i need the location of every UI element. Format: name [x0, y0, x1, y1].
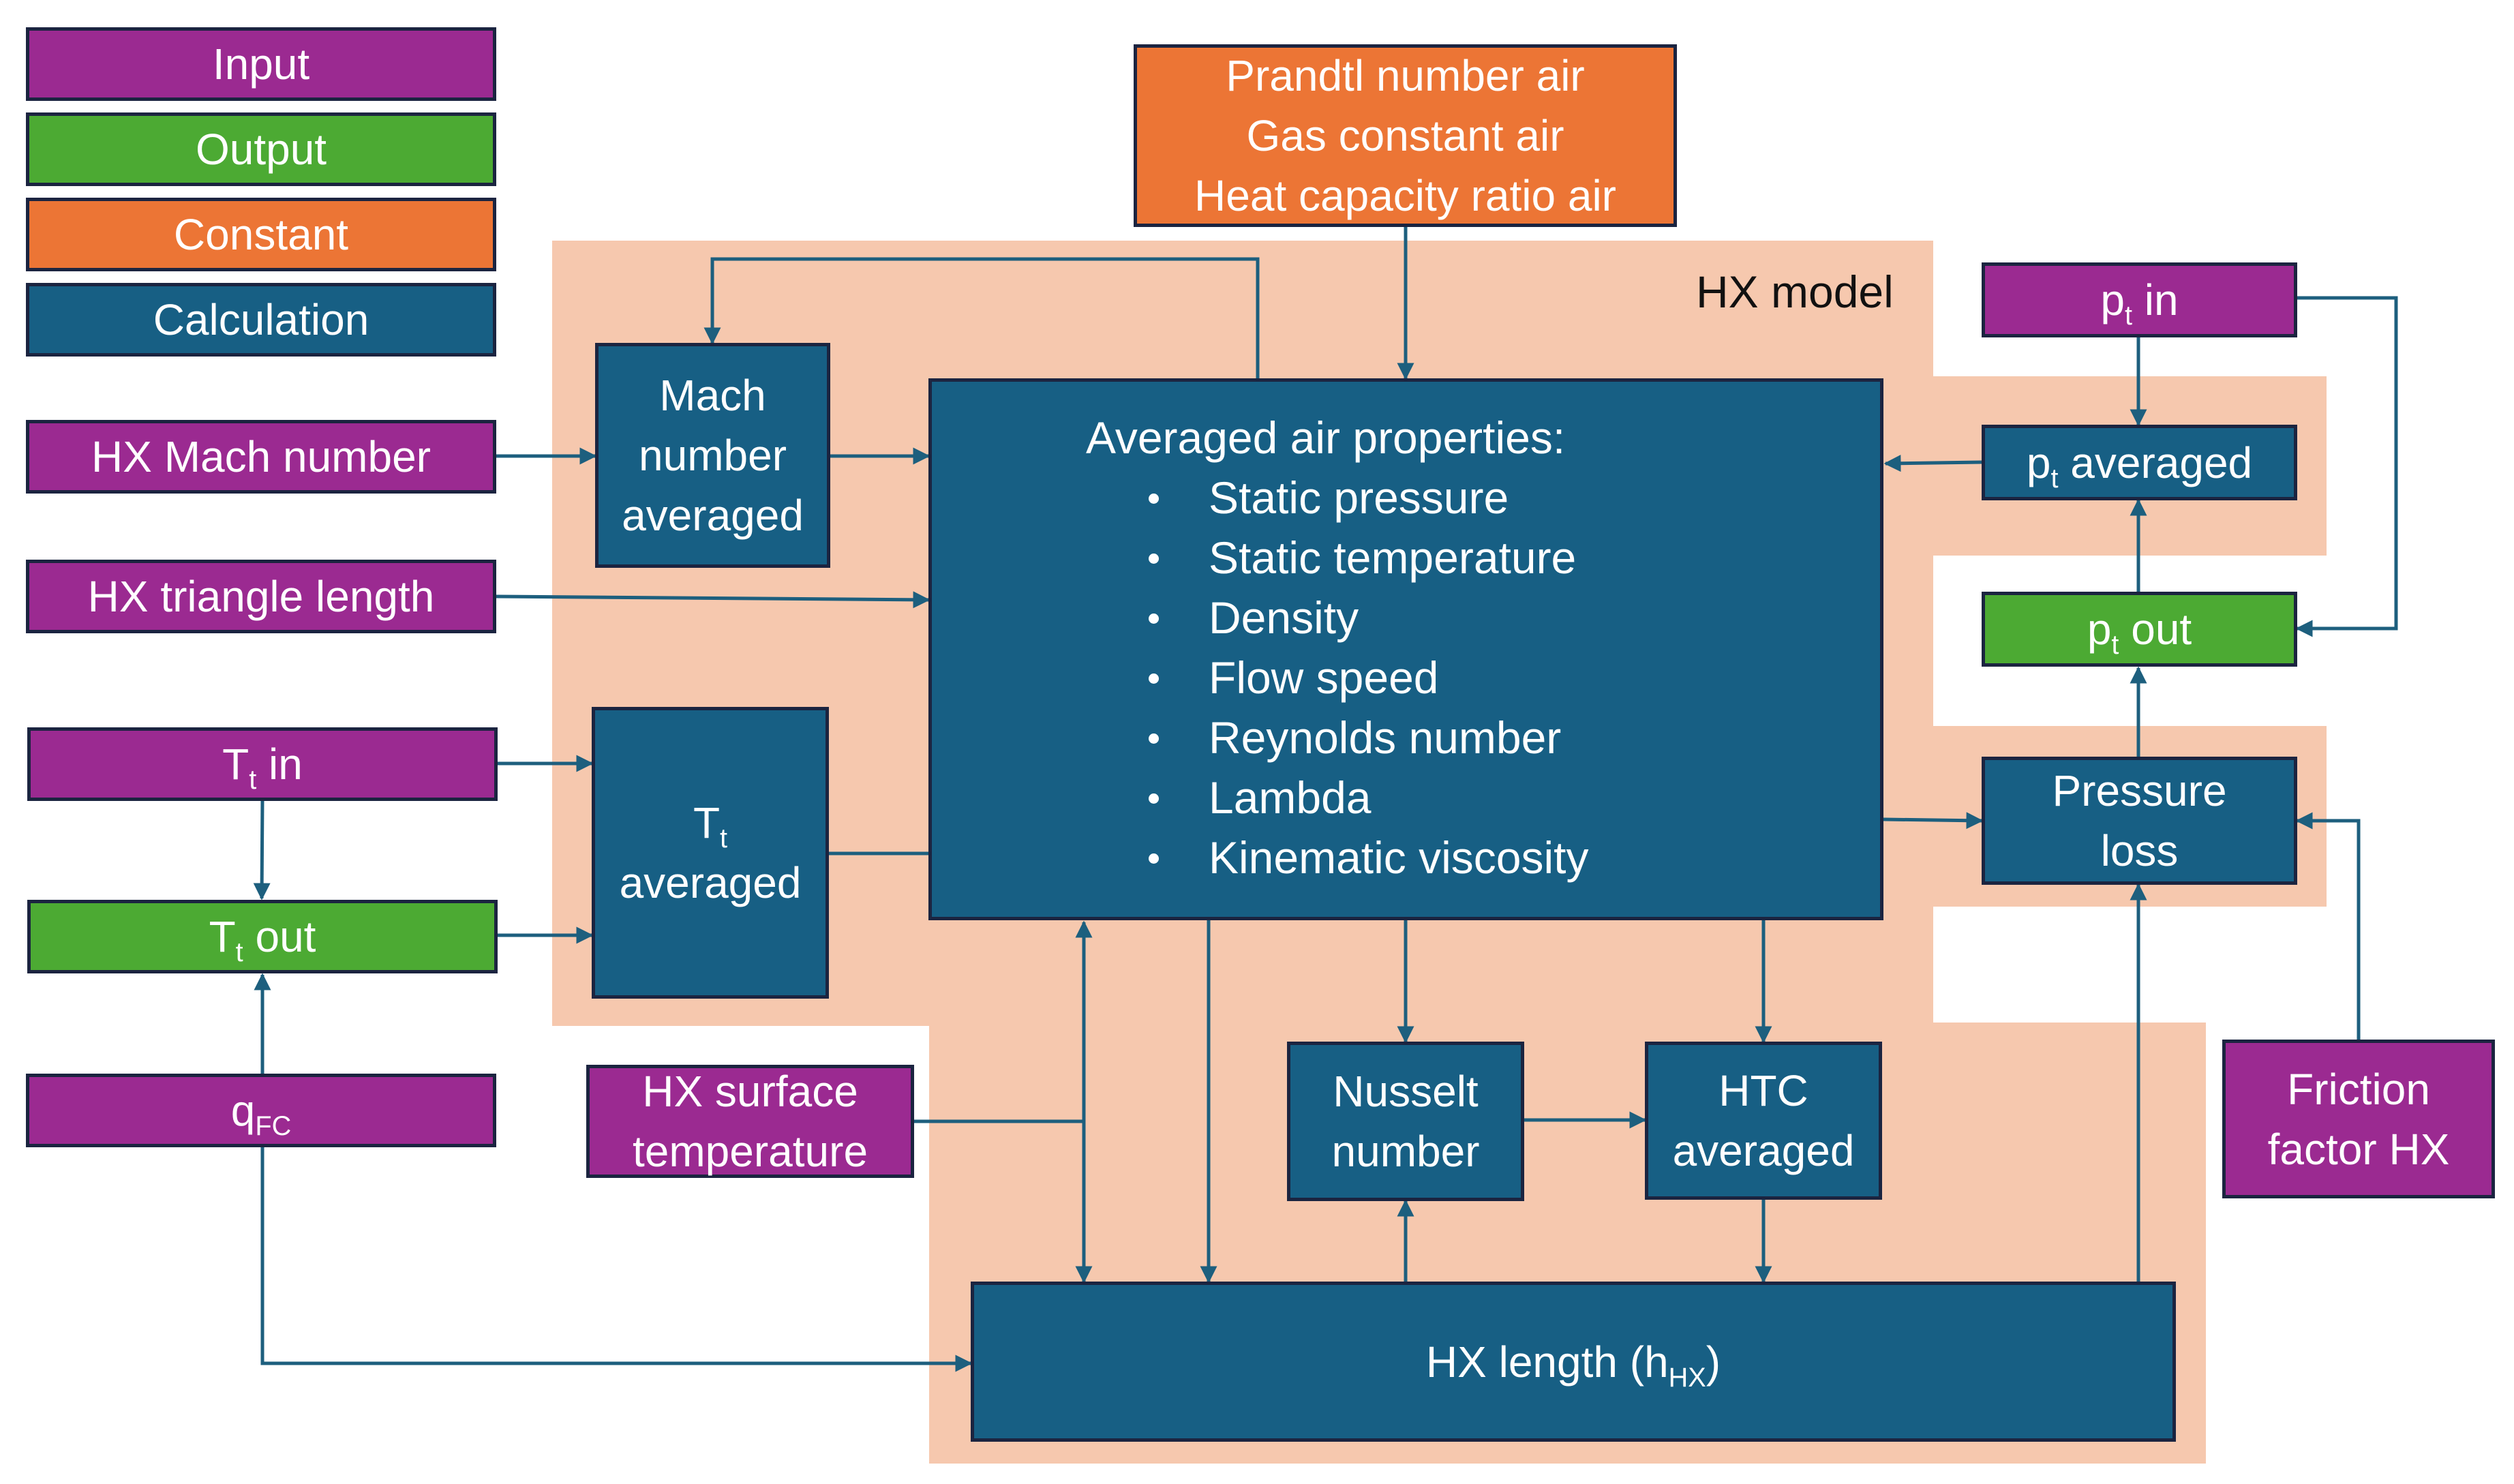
mach-avg-line1: Mach	[659, 371, 766, 420]
hx-mach-number-label: HX Mach number	[91, 432, 431, 481]
hx-surface-temperature-line2: temperature	[632, 1127, 868, 1176]
tt-in-input: Tt in	[27, 727, 498, 801]
htc-averaged-box: HTC averaged	[1645, 1042, 1882, 1200]
hx-surface-temperature-line1: HX surface	[642, 1067, 858, 1116]
prop-kinematic-viscosity: Kinematic viscosity	[1086, 828, 1589, 888]
prop-static-temperature: Static temperature	[1086, 528, 1589, 588]
arrow-props-feedback-to-mach	[703, 257, 1260, 378]
prop-flow-speed: Flow speed	[1086, 648, 1589, 708]
arrow-props-to-pressure-loss	[1883, 812, 1984, 830]
hx-length-box: HX length (hHX)	[971, 1282, 2176, 1442]
hx-triangle-length-label: HX triangle length	[87, 572, 435, 621]
friction-factor-hx-input: Friction factor HX	[2222, 1040, 2495, 1198]
q-fc-input: qFC	[26, 1074, 496, 1147]
legend-calculation: Calculation	[26, 283, 496, 357]
nusselt-line1: Nusselt	[1333, 1067, 1479, 1116]
legend-calculation-label: Calculation	[153, 295, 369, 344]
pt-averaged-label: pt averaged	[2026, 438, 2253, 494]
pt-in-label: pt in	[2100, 275, 2179, 331]
prop-reynolds-number: Reynolds number	[1086, 708, 1589, 768]
pt-out-label: pt out	[2087, 605, 2192, 660]
air-properties-title: Averaged air properties:	[1086, 412, 1566, 463]
hx-length-label: HX length (hHX)	[1425, 1337, 1721, 1393]
prop-density: Density	[1086, 588, 1589, 648]
hx-model-label: HX model	[1696, 267, 1894, 317]
legend-output: Output	[26, 112, 496, 186]
pressure-loss-line1: Pressure	[2052, 766, 2227, 815]
nusselt-line2: number	[1331, 1127, 1480, 1176]
tt-avg-line1: Tt	[693, 798, 728, 853]
tt-in-label: Tt in	[222, 740, 303, 795]
mach-number-averaged-box: Mach number averaged	[595, 343, 830, 568]
htc-line2: averaged	[1672, 1126, 1855, 1175]
arrow-ptavg-to-props	[1883, 455, 1982, 472]
air-properties-list: Static pressure Static temperature Densi…	[1086, 468, 1589, 888]
legend-constant-label: Constant	[173, 210, 349, 259]
tt-avg-line2: averaged	[619, 858, 802, 907]
arrow-qfc-to-length	[260, 1145, 973, 1372]
air-properties-text: Averaged air properties: Static pressure…	[1086, 408, 1589, 888]
pressure-loss-box: Pressure loss	[1982, 757, 2297, 885]
prop-static-pressure: Static pressure	[1086, 468, 1589, 528]
constants-box: Prandtl number air Gas constant air Heat…	[1134, 44, 1677, 227]
hx-mach-number-input: HX Mach number	[26, 420, 496, 494]
arrow-friction-to-pressure-loss	[2295, 812, 2361, 1040]
constant-prandtl: Prandtl number air	[1226, 51, 1585, 100]
arrow-triangle-to-props	[496, 591, 930, 609]
pt-averaged-box: pt averaged	[1982, 425, 2297, 500]
prop-lambda: Lambda	[1086, 768, 1589, 828]
tt-out-label: Tt out	[209, 912, 316, 967]
arrow-ptin-to-ptout	[2295, 296, 2398, 637]
legend-input: Input	[26, 27, 496, 101]
nusselt-number-box: Nusselt number	[1287, 1042, 1524, 1201]
averaged-air-properties-box	[928, 378, 1883, 920]
constant-heat-capacity: Heat capacity ratio air	[1194, 171, 1616, 220]
tt-out-output: Tt out	[27, 900, 498, 973]
friction-line2: factor HX	[2267, 1124, 2450, 1174]
constant-gas: Gas constant air	[1246, 111, 1564, 160]
htc-line1: HTC	[1718, 1066, 1808, 1115]
friction-line1: Friction	[2287, 1064, 2430, 1114]
pt-in-input: pt in	[1982, 262, 2297, 337]
hx-triangle-length-input: HX triangle length	[26, 560, 496, 633]
q-fc-label: qFC	[230, 1086, 292, 1141]
legend-input-label: Input	[212, 40, 310, 89]
pressure-loss-line2: loss	[2100, 826, 2179, 875]
hx-surface-temperature-input: HX surface temperature	[586, 1065, 914, 1178]
mach-avg-line2: number	[639, 431, 787, 480]
mach-avg-line3: averaged	[622, 491, 804, 540]
legend-constant: Constant	[26, 198, 496, 271]
legend-output-label: Output	[195, 125, 327, 174]
tt-averaged-box: Tt averaged	[592, 707, 829, 999]
pt-out-output: pt out	[1982, 592, 2297, 667]
